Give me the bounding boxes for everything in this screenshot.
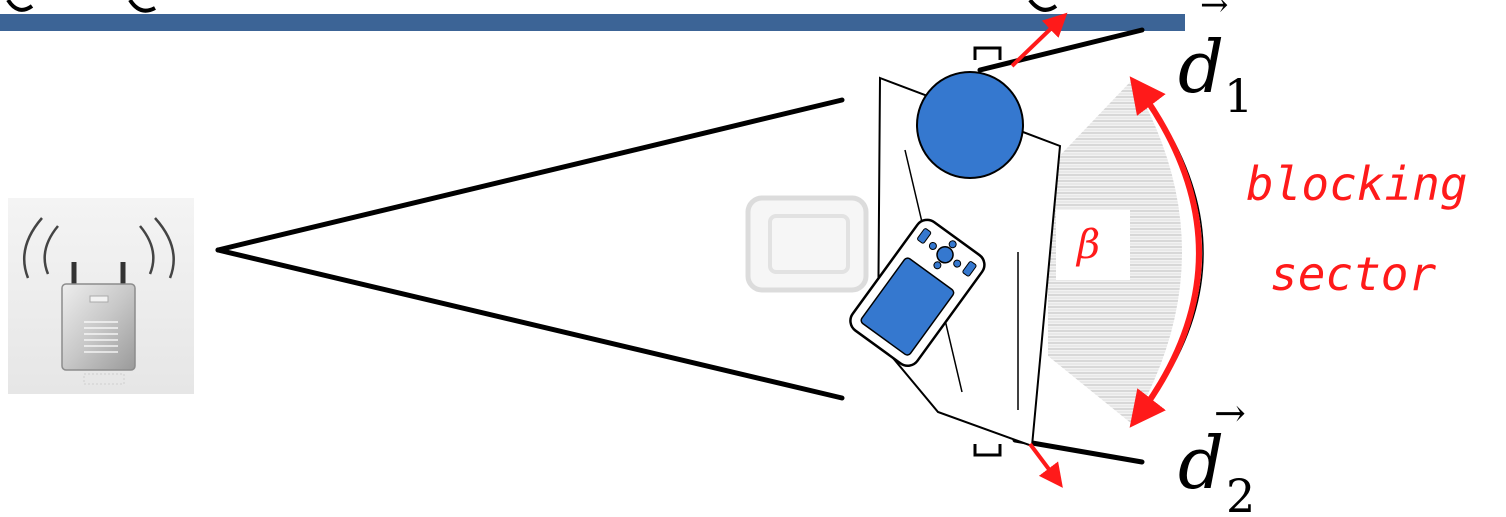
d1-label: → d 1 (1178, 0, 1253, 123)
d1-arrow: → (1200, 0, 1229, 25)
blocking-label-line1: blocking (1246, 157, 1468, 211)
upper-direction-line (980, 30, 1142, 70)
d2-label: → d 2 (1178, 391, 1255, 517)
lower-shoulder-arrow (1030, 444, 1060, 484)
blocking-label-line2: sector (1270, 247, 1436, 301)
d2-subscript: 2 (1226, 469, 1255, 517)
beta-label: β (1075, 222, 1100, 268)
header-bar (0, 14, 1185, 31)
wifi-access-point-icon (8, 198, 194, 394)
person-head (917, 72, 1023, 178)
d2-symbol: d (1178, 421, 1224, 505)
clipped-title-fragment (8, 0, 1056, 11)
d1-subscript: 1 (1224, 69, 1253, 123)
background-screen-artifact (748, 198, 866, 290)
d1-symbol: d (1178, 25, 1224, 109)
blocking-sector-label: blocking sector (1246, 157, 1468, 301)
